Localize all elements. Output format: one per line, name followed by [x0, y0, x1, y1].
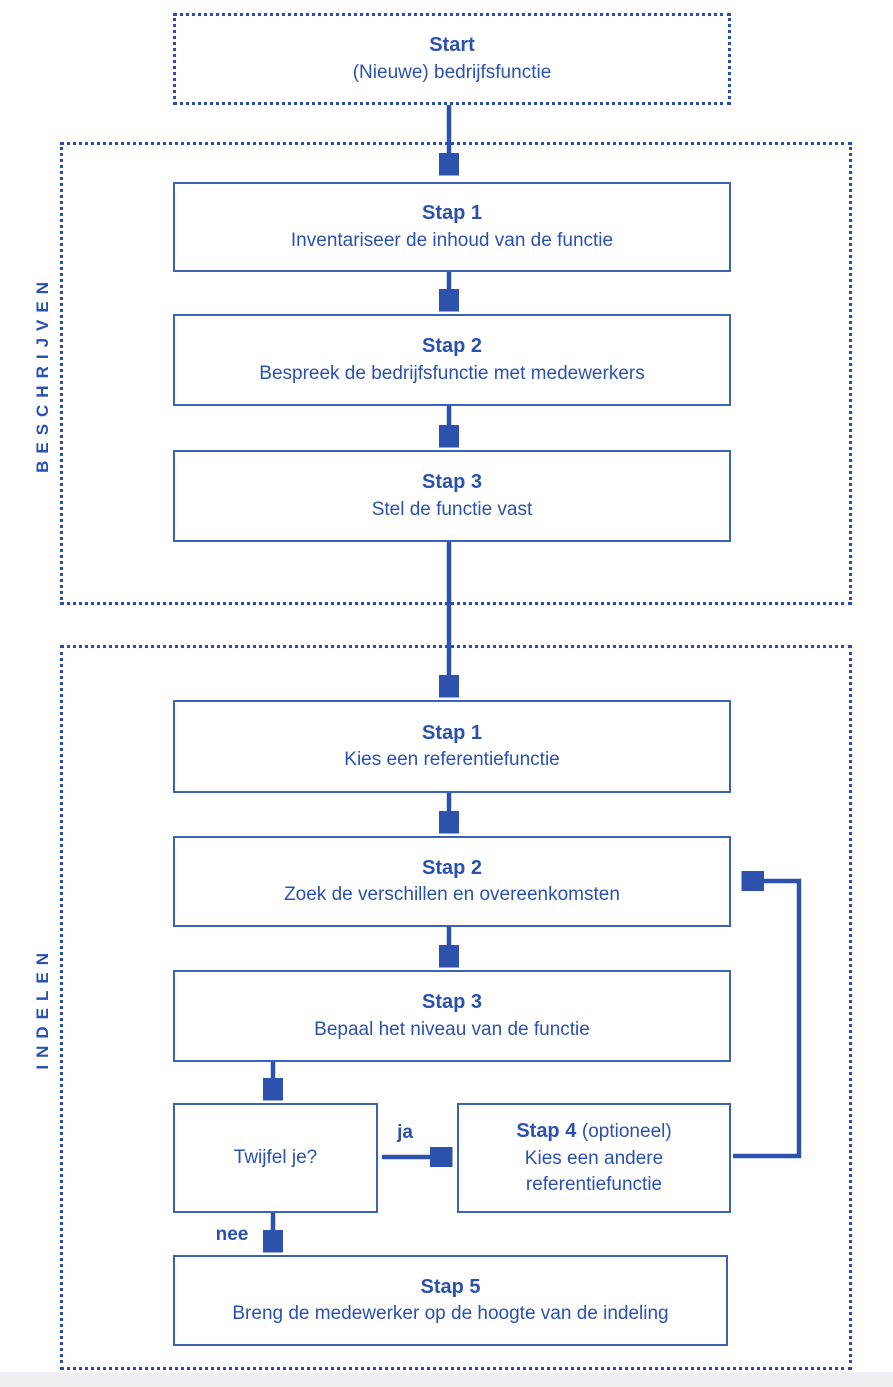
arrow-step4-loop-to-i2 [733, 881, 802, 1159]
edge-label-nee: nee [215, 1224, 249, 1245]
edge-label-ja: ja [397, 1122, 413, 1143]
indelen-step2-title: Stap 2 [421, 856, 483, 879]
indelen-step2-subtitle: Zoek de verschillen en overeenkomsten [284, 884, 620, 906]
indelen-step4-title-suffix: (optioneel) [581, 1120, 672, 1142]
beschrijven-step2-title: Stap 2 [421, 335, 483, 358]
indelen-step5-node: Stap 5 Breng de medewerker op de hoogte … [173, 1255, 728, 1346]
start-subtitle: (Nieuwe) bedrijfsfunctie [352, 61, 552, 83]
decision-node: Twijfel je? [173, 1103, 378, 1213]
beschrijven-step2-subtitle: Bespreek de bedrijfsfunctie met medewerk… [259, 362, 645, 384]
beschrijven-step3-node: Stap 3 Stel de functie vast [173, 450, 731, 542]
beschrijven-step3-title: Stap 3 [421, 471, 483, 494]
section-beschrijven [60, 142, 852, 605]
decision-text: Twijfel je? [233, 1146, 318, 1168]
beschrijven-step2-node: Stap 2 Bespreek de bedrijfsfunctie met m… [173, 314, 731, 406]
indelen-step3-title: Stap 3 [421, 991, 483, 1014]
indelen-step2-node: Stap 2 Zoek de verschillen en overeenkom… [173, 836, 731, 927]
section-indelen [60, 645, 852, 1370]
indelen-step5-subtitle: Breng de medewerker op de hoogte van de … [232, 1303, 669, 1325]
beschrijven-step3-subtitle: Stel de functie vast [371, 498, 533, 520]
indelen-step1-node: Stap 1 Kies een referentiefunctie [173, 700, 731, 793]
section-beschrijven-label-wrap: BESCHRIJVEN [26, 142, 60, 605]
indelen-step4-subtitle: Kies een andere referentiefunctie [524, 1147, 664, 1195]
section-indelen-label-wrap: INDELEN [26, 645, 60, 1370]
indelen-step1-title: Stap 1 [421, 721, 483, 744]
beschrijven-step1-node: Stap 1 Inventariseer de inhoud van de fu… [173, 182, 731, 272]
beschrijven-step1-title: Stap 1 [421, 202, 483, 225]
section-beschrijven-label: BESCHRIJVEN [33, 274, 52, 473]
indelen-step4-title: Stap 4 [516, 1119, 577, 1142]
start-node: Start (Nieuwe) bedrijfsfunctie [173, 13, 731, 105]
start-title: Start [429, 34, 475, 57]
beschrijven-step1-subtitle: Inventariseer de inhoud van de functie [290, 229, 614, 251]
indelen-step5-title: Stap 5 [420, 1275, 481, 1298]
indelen-step4-node: Stap 4 (optioneel) Kies een andere refer… [457, 1103, 731, 1213]
indelen-step4-title-line: Stap 4 (optioneel) [516, 1118, 671, 1146]
indelen-step3-node: Stap 3 Bepaal het niveau van de functie [173, 970, 731, 1062]
indelen-step3-subtitle: Bepaal het niveau van de functie [314, 1018, 590, 1040]
page-bottom-strip [0, 1372, 893, 1387]
indelen-step1-subtitle: Kies een referentiefunctie [344, 749, 560, 771]
section-indelen-label: INDELEN [33, 945, 52, 1070]
